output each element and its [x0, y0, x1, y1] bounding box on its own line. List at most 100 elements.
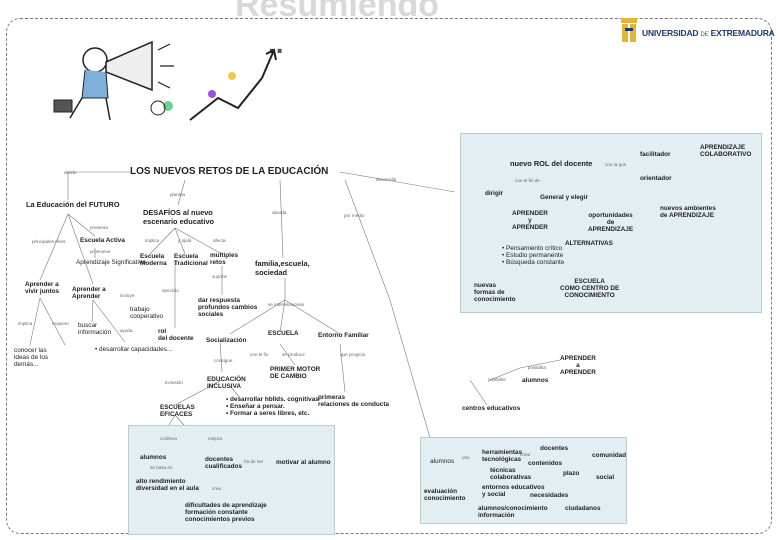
node-educacion-inclusiva[interactable]: EDUCACIÓN INCLUSIVA [207, 376, 246, 390]
node-conocer-ideas[interactable]: conocer las ideas de los demás... [14, 347, 49, 368]
node-aprender-y-aprender[interactable]: APRENDER y APRENDER [512, 210, 548, 231]
university-logo: UNIVERSIDAD DE EXTREMADURA [620, 14, 775, 50]
link-label: con la que [605, 162, 627, 167]
node-plazo[interactable]: plazo [563, 470, 580, 477]
node-facilitador[interactable]: facilitador [640, 151, 671, 158]
node-trabajo-cooperativo[interactable]: trabajo cooperativo [130, 306, 164, 320]
link-label: incluye [120, 293, 135, 298]
node-desarrollar-habilidades[interactable]: • desarrollar hbllds. cognitivas • Enseñ… [226, 396, 319, 417]
node-comunidad[interactable]: comunidad [592, 452, 627, 459]
node-entorno-familiar[interactable]: Entorno Familiar [318, 332, 369, 339]
link-label: posibilita [528, 365, 546, 370]
link-label: afecta [213, 238, 226, 243]
node-oportunidades[interactable]: oportunidades de APRENDIZAJE [588, 212, 634, 233]
node-social[interactable]: social [596, 474, 615, 481]
link-label: ha de ser [244, 459, 264, 464]
node-alumnos[interactable]: alumnos [140, 454, 167, 461]
node-rol-docente[interactable]: rol del docente [158, 328, 194, 342]
node-escuela-tradicional[interactable]: Escuela Tradicional [174, 253, 208, 267]
node-orientador[interactable]: orientador [640, 175, 672, 182]
slide-frame [6, 18, 772, 534]
link-label: se produce [282, 352, 305, 357]
node-aprendizaje-colaborativo[interactable]: APRENDIZAJE COLABORATIVO [700, 144, 752, 158]
node-aprender-vivir[interactable]: Aprender a vivir juntos [25, 281, 60, 295]
node-dificultades[interactable]: dificultades de aprendizaje formación co… [185, 502, 267, 523]
link-label: principales retos [32, 239, 66, 244]
link-label: crea [212, 486, 221, 491]
node-escuelas-eficaces[interactable]: ESCUELAS EFICACES [160, 404, 195, 418]
link-label: consigue [214, 358, 233, 363]
node-multiples-retos[interactable]: multiples retos [210, 252, 239, 266]
node-docentes-cualificados[interactable]: docentes cualificados [205, 456, 242, 470]
node-necesidades[interactable]: necesidades [530, 492, 569, 499]
node-ciudadanos[interactable]: ciudadanos [565, 505, 601, 512]
link-label: supone [212, 274, 228, 279]
node-desarrollar-capacidades[interactable]: • desarrollar capacidades... [95, 346, 173, 353]
link-label: requiere [52, 321, 69, 326]
node-buscar-info[interactable]: buscar información [78, 322, 112, 336]
node-main-title[interactable]: LOS NUEVOS RETOS DE LA EDUCACIÓN [130, 166, 329, 177]
node-desafios[interactable]: DESAFÍOS al nuevo escenario educativo [143, 208, 215, 226]
megaphone-illustration [53, 40, 277, 121]
node-aprender-aprender[interactable]: Aprender a Aprender [72, 286, 106, 300]
node-motivar-alumno[interactable]: motivar al alumno [276, 459, 331, 466]
node-evaluacion[interactable]: evaluación conocimiento [424, 488, 466, 502]
node-socializacion[interactable]: Socialización [206, 337, 247, 344]
link-label: promueve [90, 249, 111, 254]
link-label: implica [145, 238, 160, 243]
node-entornos[interactable]: entornos educativos y social [482, 484, 545, 498]
link-label: ayuda [120, 328, 133, 333]
link-label: con el fin de [515, 178, 540, 183]
node-escuela-centro[interactable]: ESCUELA COMO CENTRO DE CONOCIMIENTO [560, 278, 620, 299]
link-label: plantea [170, 192, 186, 197]
node-docentes-3[interactable]: docentes [540, 445, 569, 452]
node-alumnos-2[interactable]: alumnos [522, 377, 549, 384]
node-aprender-a-aprender[interactable]: APRENDER a APRENDER [560, 355, 596, 376]
university-crest-icon [621, 18, 637, 42]
link-label: uso [462, 455, 470, 460]
node-primer-motor[interactable]: PRIMER MOTOR DE CAMBIO [270, 366, 321, 380]
node-escuela[interactable]: ESCUELA [268, 330, 299, 337]
panel-nuevo-rol [460, 133, 762, 313]
node-nuevos-ambientes[interactable]: nuevos ambientes de APRENDIZAJE [660, 205, 716, 219]
node-alumnos-conocimiento[interactable]: alumnos/conocimiento información [478, 505, 548, 519]
link-label: desde [64, 170, 77, 175]
node-alumnos-3[interactable]: alumnos [430, 458, 455, 465]
node-general-elegir[interactable]: General y elegir [540, 194, 588, 201]
node-escuela-activa[interactable]: Escuela Activa [80, 237, 125, 244]
node-familia-escuela-sociedad[interactable]: familia,escuela, sociedad [255, 259, 310, 277]
node-herramientas[interactable]: herramientas tecnológicas [482, 449, 523, 463]
node-alto-rendimiento[interactable]: alto rendimiento diversidad en el aula [136, 478, 199, 492]
node-escuela-moderna[interactable]: Escuela Moderna [140, 253, 167, 267]
link-label: conlleva [160, 436, 177, 441]
link-label: que propicia [340, 352, 366, 357]
node-nuevas-formas[interactable]: nuevas formas de conocimiento [474, 282, 516, 303]
link-label: y ojalá [178, 238, 192, 243]
slide-title: Resumiendo [235, 0, 440, 24]
node-contenidos[interactable]: contenidos [528, 460, 563, 467]
node-dar-respuesta[interactable]: dar respuesta profundos cambios sociales [198, 297, 258, 318]
link-label: se interrelacionan [268, 302, 305, 307]
node-alternativas[interactable]: ALTERNATIVAS [565, 240, 613, 247]
link-label: aborda [272, 210, 287, 215]
panel-escuelas-eficaces [128, 425, 335, 535]
link-label: con el fin [250, 352, 269, 357]
node-nuevo-rol-docente[interactable]: nuevo ROL del docente [510, 159, 593, 168]
link-label: mejora [208, 436, 223, 441]
node-aprendizaje-significativo[interactable]: Aprendizaje Significativo [76, 259, 146, 266]
link-label: desarrolla [376, 177, 397, 182]
node-educacion-futuro[interactable]: La Educación del FUTURO [26, 200, 120, 209]
link-label: crear [520, 452, 531, 457]
link-label: se basa en [150, 465, 173, 470]
link-label: presenta [90, 225, 108, 230]
link-label: ejercicio [162, 288, 179, 293]
node-primeras-relaciones[interactable]: primeras relaciones de conducta [318, 394, 390, 408]
link-label: por medio [344, 213, 365, 218]
node-tecnicas[interactable]: técnicas colaborativas [490, 467, 532, 481]
node-dirigir[interactable]: dirigir [485, 190, 504, 197]
node-pensamiento-critico[interactable]: • Pensamiento crítico • Estudio permanen… [502, 245, 565, 266]
link-label: implica [18, 321, 33, 326]
link-label: posibilite [488, 377, 506, 382]
node-centros-educativos[interactable]: centros educativos [462, 405, 521, 412]
university-name: UNIVERSIDAD DE EXTREMADURA [642, 28, 775, 38]
